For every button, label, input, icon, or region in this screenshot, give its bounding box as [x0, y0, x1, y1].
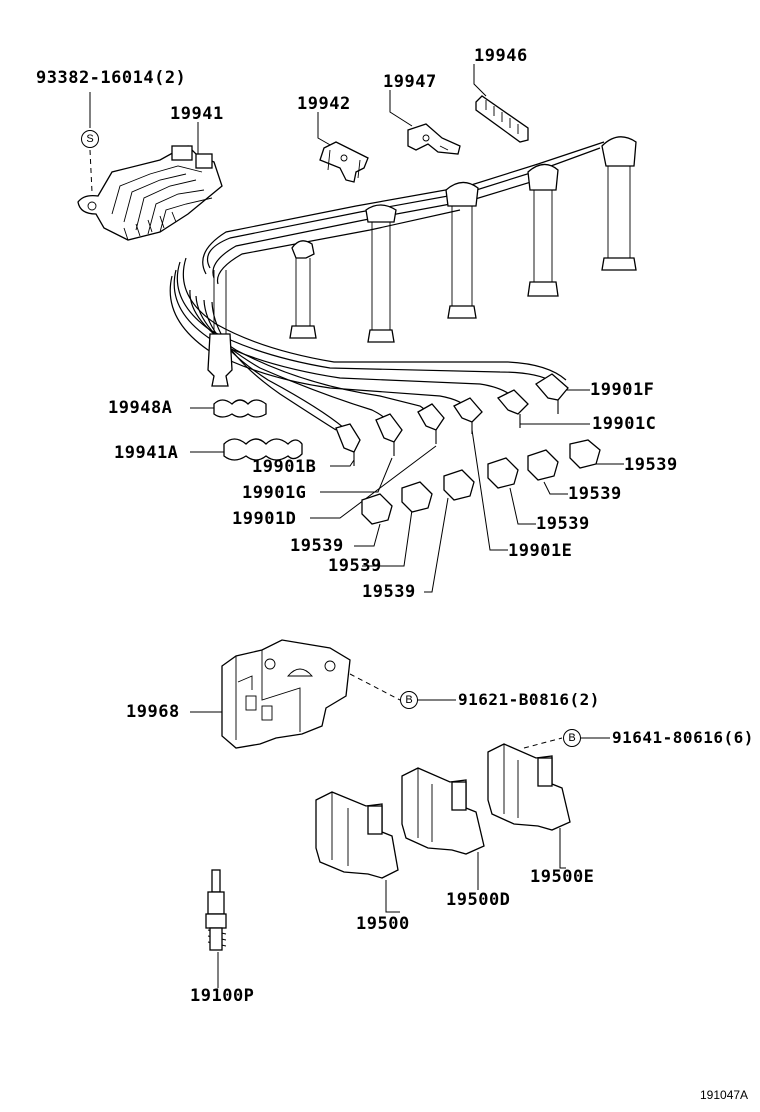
- label-clamp-19948A: 19948A: [108, 398, 173, 418]
- label-plug-19100P: 19100P: [190, 986, 255, 1006]
- label-bolt-91641: 91641-80616(6): [612, 728, 754, 747]
- bolt-marker-1: B: [400, 691, 418, 709]
- label-cord-19901C: 19901C: [592, 414, 657, 434]
- clamp-bracket-19941-shape: [77, 145, 223, 241]
- label-coil-19500: 19500: [356, 914, 410, 934]
- label-cap-19539-c: 19539: [536, 514, 590, 534]
- label-clamp-19942: 19942: [297, 94, 351, 114]
- label-cap-19539-f: 19539: [362, 582, 416, 602]
- clamp-19946-shape: [475, 95, 529, 143]
- label-cap-19539-b: 19539: [568, 484, 622, 504]
- ignition-coil-19500E-shape: [487, 743, 571, 831]
- label-clamp-19941A: 19941A: [114, 443, 179, 463]
- ignition-coil-19500D-shape: [401, 767, 485, 855]
- label-bolt-93382: 93382-16014(2): [36, 68, 187, 88]
- leader-lines: [89, 64, 624, 988]
- clamp-19947-shape: [407, 123, 461, 155]
- ignition-coil-19500-shape: [315, 791, 399, 879]
- label-bolt-91621: 91621-B0816(2): [458, 690, 600, 709]
- label-cord-19901F: 19901F: [590, 380, 655, 400]
- label-clamp-19946: 19946: [474, 46, 528, 66]
- label-cap-19539-d: 19539: [290, 536, 344, 556]
- label-cord-19901E: 19901E: [508, 541, 573, 561]
- label-clamp-19947: 19947: [383, 72, 437, 92]
- label-cord-19901D: 19901D: [232, 509, 297, 529]
- standard-part-marker: S: [81, 130, 99, 148]
- clamp-19948A-shape: [213, 399, 267, 418]
- label-clamp-19941: 19941: [170, 104, 224, 124]
- label-cap-19539-a: 19539: [624, 455, 678, 475]
- coil-bracket-19968-shape: [221, 639, 351, 749]
- label-cap-19539-e: 19539: [328, 556, 382, 576]
- label-cord-19901B: 19901B: [252, 457, 317, 477]
- ignition-cords-shape: [169, 136, 637, 466]
- label-bracket-19968: 19968: [126, 702, 180, 722]
- label-cord-19901G: 19901G: [242, 483, 307, 503]
- bolt-marker-2: B: [563, 729, 581, 747]
- clamp-19942-shape: [319, 141, 369, 183]
- label-coil-19500E: 19500E: [530, 867, 595, 887]
- label-coil-19500D: 19500D: [446, 890, 511, 910]
- clamp-19941A-shape: [223, 438, 303, 461]
- diagram-reference-number: 191047A: [700, 1088, 749, 1102]
- spark-plug-19100P-shape: [205, 869, 227, 951]
- plug-caps-19539-shape: [361, 439, 601, 525]
